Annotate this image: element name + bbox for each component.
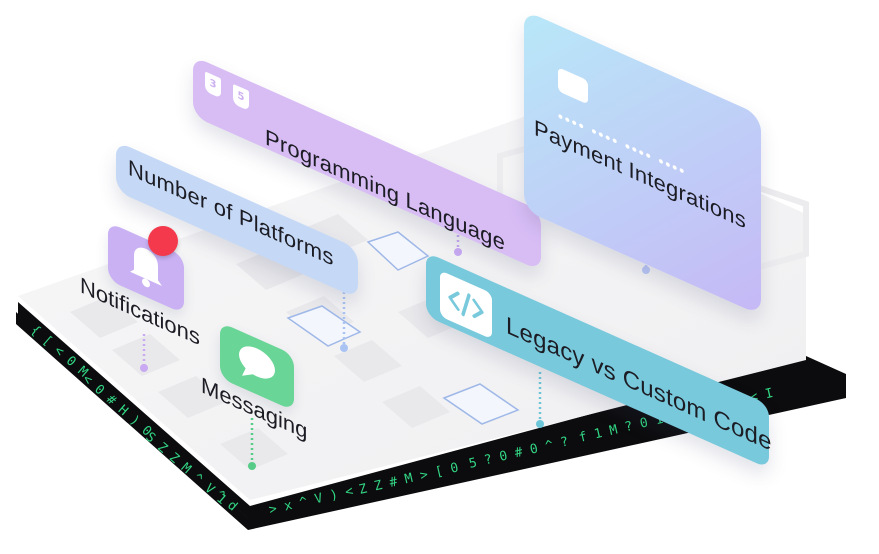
html5-icon: 5 (233, 83, 249, 111)
selection-outlines (286, 231, 520, 425)
bell-icon (130, 247, 162, 288)
connector-dots (140, 248, 650, 470)
notification-badge (148, 226, 178, 256)
notifications-tile (108, 222, 184, 314)
legacy-vs-custom-code-card: Legacy vs Custom Code (426, 252, 772, 469)
card-chip-icon (558, 67, 588, 105)
chat-bubble-icon (239, 346, 275, 379)
messaging-tile (220, 322, 294, 411)
css3-icon: 3 (205, 71, 221, 99)
payment-integrations-label: Payment Integrations (534, 114, 746, 234)
code-brackets-icon (440, 270, 492, 340)
